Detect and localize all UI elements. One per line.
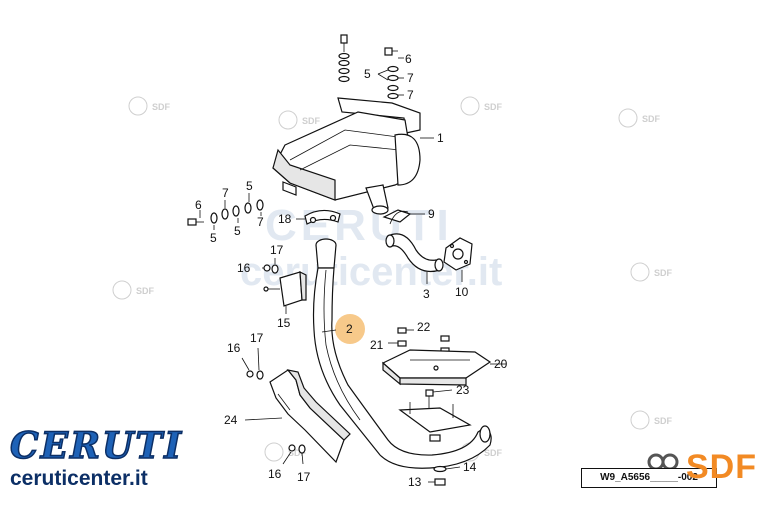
callout-17-lower: 17 (297, 470, 311, 484)
heat-shield-part-24 (269, 369, 351, 464)
shield-fasteners-upper (241, 347, 264, 380)
callout-5-left-c: 5 (234, 224, 241, 238)
watermark-brand: CERUTI (265, 201, 453, 250)
clamp-part-18 (304, 209, 341, 225)
callout-13: 13 (408, 475, 422, 489)
svg-text:SDF: SDF (302, 116, 321, 126)
callout-7-top-a: 7 (407, 71, 414, 85)
callout-5-left-a: 5 (246, 179, 253, 193)
callout-16-upper: 16 (237, 261, 251, 275)
callout-16-lower: 16 (268, 467, 282, 481)
gasket-part-10 (443, 237, 473, 271)
exhaust-pipe-part-2 (312, 238, 492, 469)
support-part-20 (381, 349, 492, 386)
callout-20: 20 (494, 357, 508, 371)
pipe-part-3 (385, 233, 444, 273)
sdf-logo-text: SDF (686, 448, 757, 486)
leader-2 (321, 329, 337, 333)
svg-text:SDF: SDF (136, 286, 155, 296)
watermark-stamp-9: SDF (264, 442, 307, 462)
leader-24 (244, 417, 283, 421)
callout-23: 23 (456, 383, 470, 397)
svg-text:SDF: SDF (288, 448, 307, 458)
watermark-stamp-3: SDF (460, 96, 503, 116)
brand-name: CERUTI (9, 425, 184, 467)
callout-6-left: 6 (195, 198, 202, 212)
callout-21: 21 (370, 338, 384, 352)
drawing-code-label: W9_A5656_____-002 (581, 468, 717, 488)
fasteners-13-14 (428, 465, 461, 486)
svg-text:SDF: SDF (484, 102, 503, 112)
watermark-stamp-4: SDF (618, 108, 661, 128)
top-bolt-stack (338, 34, 350, 83)
ceruti-brand-logo: CERUTI ceruticenter.it (9, 425, 240, 491)
watermark-stamp-1: SDF (128, 96, 171, 116)
bracket-15-fasteners (262, 258, 279, 274)
callout-2: 2 (346, 322, 353, 336)
bracket-part-15 (263, 270, 307, 307)
callout-17-upper: 17 (270, 243, 284, 257)
silencer-part-1 (272, 97, 421, 215)
leader-23 (432, 389, 453, 393)
svg-text:SDF: SDF (654, 416, 673, 426)
callout-16-middle: 16 (227, 341, 241, 355)
shield-fasteners-lower (282, 444, 306, 465)
callout-7-left-a: 7 (222, 186, 229, 200)
callout-6-top: 6 (405, 52, 412, 66)
svg-text:SDF: SDF (642, 114, 661, 124)
svg-text:SDF: SDF (484, 448, 503, 458)
watermark-stamp-5: SDF (112, 280, 155, 300)
callout-3: 3 (423, 287, 430, 301)
callout-17-middle: 17 (250, 331, 264, 345)
svg-text:SDF: SDF (152, 102, 171, 112)
svg-text:SDF: SDF (654, 268, 673, 278)
watermark-stamp-8: SDF (630, 410, 673, 430)
callout-10: 10 (455, 285, 469, 299)
callout-2-highlight (335, 314, 365, 344)
callout-1: 1 (437, 131, 444, 145)
callout-5-top: 5 (364, 67, 371, 81)
callout-14: 14 (463, 460, 477, 474)
bolt-part-23 (425, 389, 434, 408)
brand-site: ceruticenter.it (10, 467, 148, 490)
watermark-stamp-6: SDF (630, 262, 673, 282)
callout-22: 22 (417, 320, 431, 334)
callout-9: 9 (428, 207, 435, 221)
callout-15: 15 (277, 316, 291, 330)
callout-5-left-b: 5 (210, 231, 217, 245)
callout-7-top-b: 7 (407, 88, 414, 102)
callout-7-left-b: 7 (257, 215, 264, 229)
callout-24: 24 (224, 413, 238, 427)
left-fasteners-row (187, 193, 264, 230)
callout-18: 18 (278, 212, 292, 226)
watermark-stamp-2: SDF (278, 110, 321, 130)
top-right-fasteners (377, 47, 404, 100)
